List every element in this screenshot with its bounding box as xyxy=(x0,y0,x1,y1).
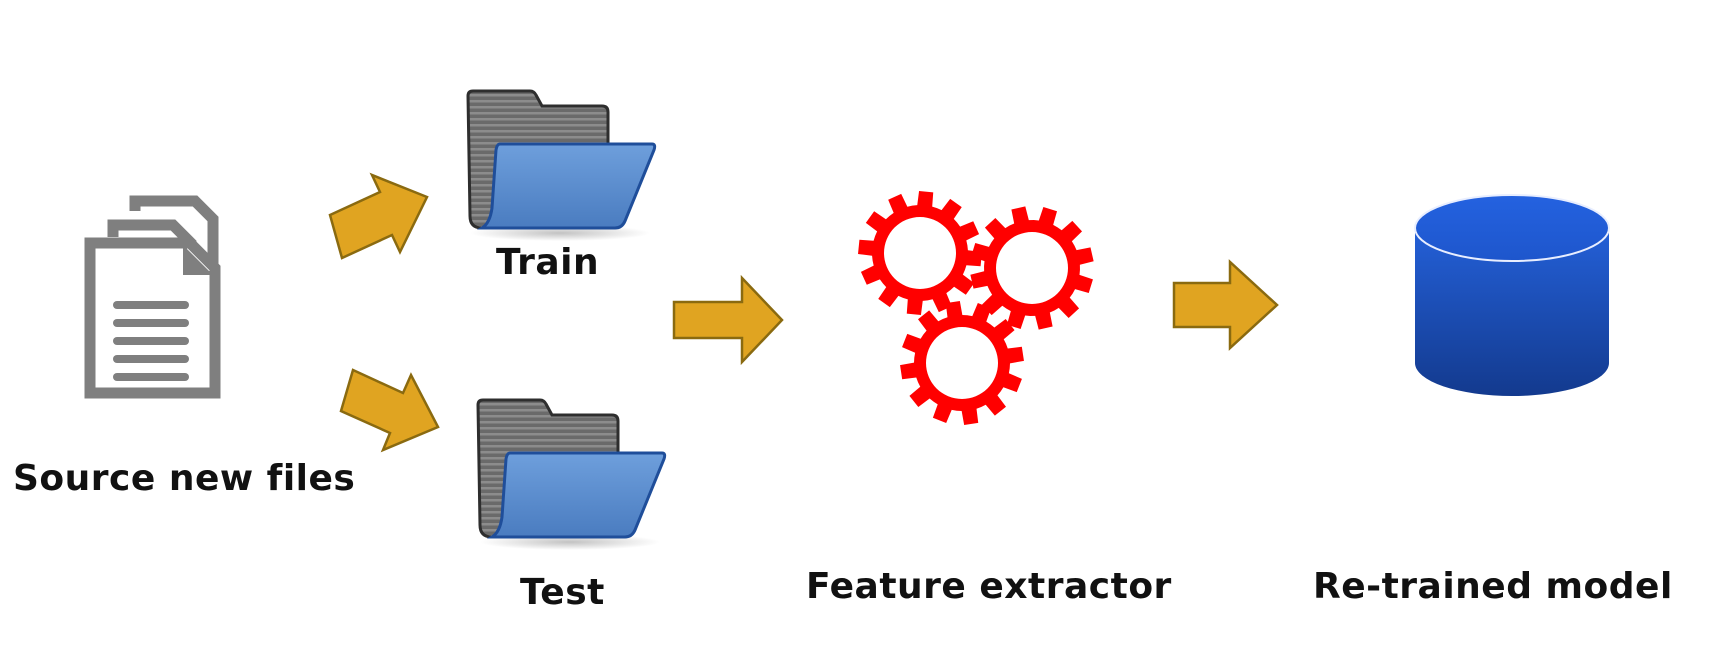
open-folder-icon xyxy=(466,89,657,241)
arrow-to-test-icon xyxy=(339,368,440,453)
node-label-source: Source new files xyxy=(13,458,356,499)
node-label-feature-extractor: Feature extractor xyxy=(806,566,1172,607)
gear-icon xyxy=(970,206,1094,330)
gear-icon xyxy=(858,191,982,315)
arrow-to-train-icon xyxy=(328,172,429,260)
node-label-test: Test xyxy=(520,572,605,613)
database-cylinder-icon xyxy=(1414,194,1610,396)
node-label-train: Train xyxy=(496,242,600,283)
open-folder-icon xyxy=(476,398,667,550)
gear-icon xyxy=(900,301,1024,425)
node-label-model: Re-trained model xyxy=(1313,566,1673,607)
gears-icon xyxy=(858,191,1094,425)
documents-stack-icon xyxy=(84,195,221,399)
arrow-to-feature-extractor-icon xyxy=(672,274,784,366)
arrow-to-model-icon xyxy=(1172,259,1279,351)
